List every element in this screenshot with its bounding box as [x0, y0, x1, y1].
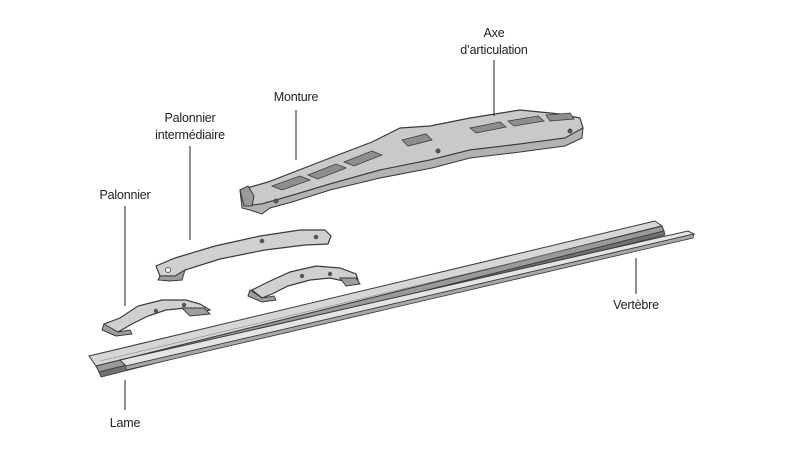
palonnier-right-part: [247, 265, 361, 303]
monture-part: [239, 109, 584, 215]
label-axe-articulation: Axe d’articulation: [448, 25, 540, 59]
label-vertebre: Vertèbre: [596, 297, 676, 314]
label-palonnier-text: Palonnier: [99, 188, 151, 202]
palonnier-left-part: [101, 299, 212, 337]
label-monture-text: Monture: [273, 90, 319, 104]
label-lame-text: Lame: [109, 416, 141, 430]
label-palonnier-intermediaire: Palonnier intermédiaire: [140, 110, 240, 144]
label-vertebre-text: Vertèbre: [613, 298, 659, 312]
vertebre-part: [119, 230, 696, 371]
label-palonnier-inter-line1: Palonnier: [164, 111, 216, 125]
label-monture: Monture: [256, 89, 336, 106]
label-axe-line1: Axe: [483, 26, 505, 40]
label-palonnier-inter-line2: intermédiaire: [155, 128, 225, 142]
label-palonnier: Palonnier: [85, 187, 165, 204]
label-lame: Lame: [95, 415, 155, 432]
label-axe-line2: d’articulation: [460, 43, 528, 57]
palonnier-intermediaire-part: [155, 229, 332, 282]
